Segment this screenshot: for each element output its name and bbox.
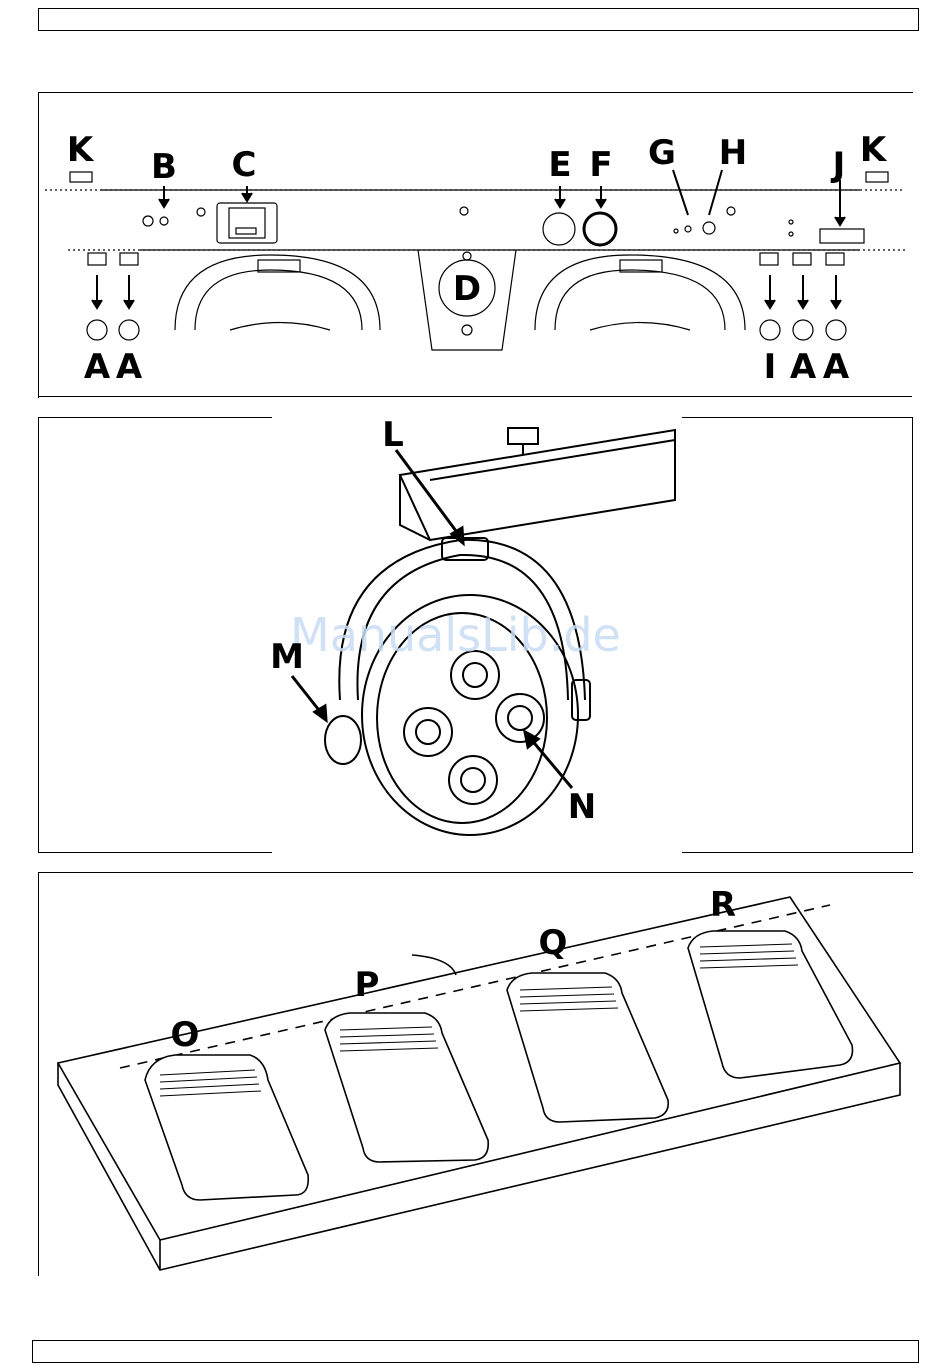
label-R: R bbox=[706, 888, 740, 922]
label-P: P bbox=[350, 968, 384, 1002]
footswitch-drawing bbox=[0, 0, 950, 1290]
label-Q: Q bbox=[536, 926, 570, 960]
footer-bar bbox=[32, 1340, 919, 1363]
label-O: O bbox=[168, 1018, 202, 1052]
